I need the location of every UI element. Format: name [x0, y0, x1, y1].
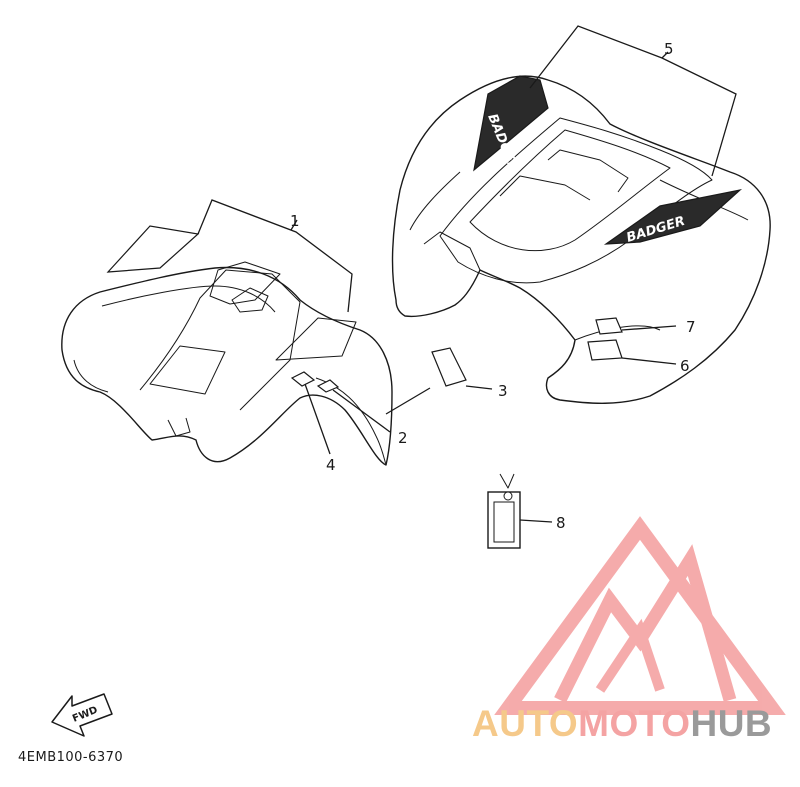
label-tag-part-8 — [487, 473, 521, 549]
watermark-logo — [494, 516, 786, 715]
callout-6: 6 — [680, 357, 690, 375]
decal-part-6 — [587, 339, 623, 361]
leader-lines — [290, 51, 677, 523]
decal-part-4 — [290, 371, 316, 387]
brand-part-moto: MOTO — [578, 703, 691, 744]
rear-side-graphic-right — [603, 188, 743, 245]
callout-2: 2 — [398, 429, 408, 447]
callout-8: 8 — [556, 514, 566, 532]
watermark-brand: AUTOMOTOHUB — [472, 703, 772, 745]
decal-part-2 — [316, 379, 340, 393]
callout-4: 4 — [326, 456, 336, 474]
callout-5: 5 — [664, 40, 674, 58]
fwd-arrow-icon: FWD — [51, 693, 113, 737]
callout-7: 7 — [686, 318, 696, 336]
decal-part-3 — [431, 347, 467, 387]
front-fender — [61, 261, 393, 466]
rear-side-graphic-left — [473, 75, 549, 172]
decal-part-7 — [595, 317, 623, 335]
front-decal-panel — [106, 225, 200, 273]
callout-3: 3 — [498, 382, 508, 400]
brand-part-auto: AUTO — [472, 703, 579, 744]
callout-1: 1 — [290, 212, 300, 230]
brand-part-hub: HUB — [690, 703, 773, 744]
part-code: 4EMB100-6370 — [18, 750, 124, 765]
